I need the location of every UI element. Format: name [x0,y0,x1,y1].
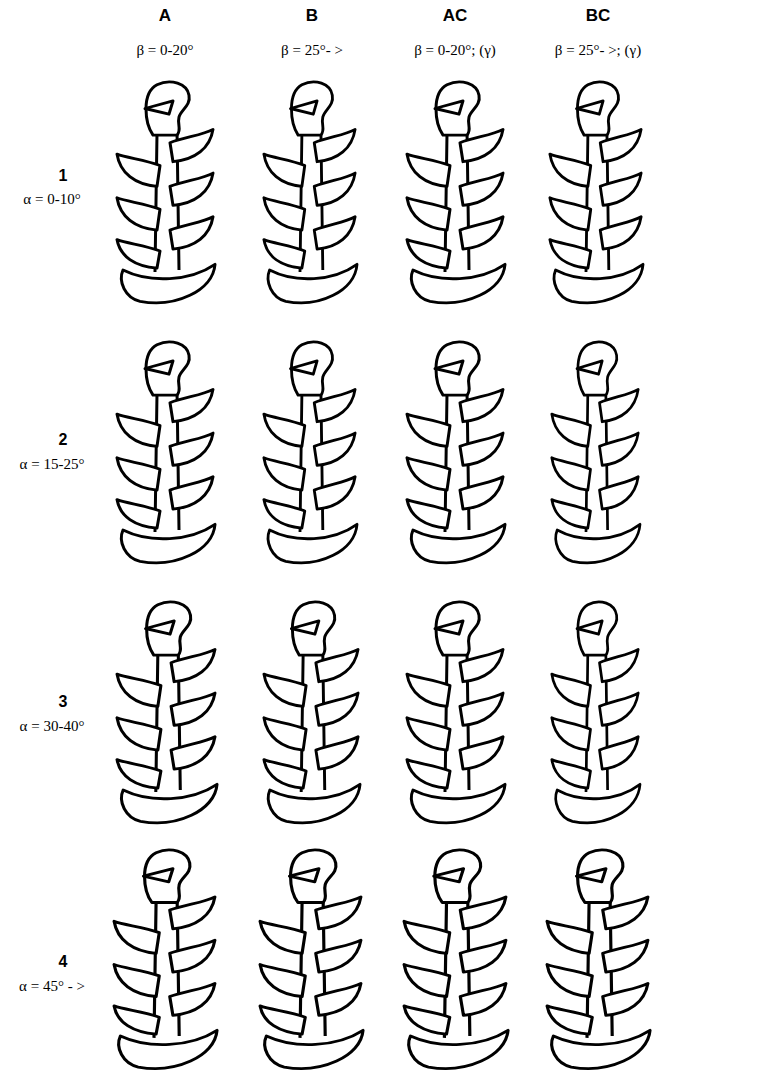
specimen-drawing [550,82,643,303]
specimen-drawing [264,342,357,563]
angle-range: α = 0-10° [23,191,80,208]
column-letter: B [306,7,318,26]
specimen-drawing [407,82,505,303]
angle-range: β = 0-20° [136,42,193,59]
angle-range: β = 25°- >; (γ) [555,42,641,59]
specimen-drawings [114,82,650,1069]
column-letter: AC [443,7,468,26]
specimen-drawing [117,82,215,303]
row-number: 4 [59,953,68,971]
specimen-drawing [552,342,640,563]
angle-range: α = 15-25° [20,456,85,473]
specimen-drawing [114,850,217,1069]
angle-range: α = 45° - > [19,978,85,995]
specimen-drawing [552,602,640,823]
specimen-drawing [264,602,360,823]
specimen-drawing [117,342,215,563]
specimen-drawing [404,850,508,1069]
specimen-drawing [407,602,505,823]
specimen-drawing [117,602,217,823]
specimen-drawing [260,850,363,1069]
column-letter: A [159,7,171,26]
specimen-drawing [407,342,505,563]
angle-range: β = 0-20°; (γ) [414,42,496,59]
specimen-drawing [264,82,357,303]
column-letter: BC [586,7,611,26]
angle-range: α = 30-40° [20,718,85,735]
row-number: 2 [59,431,68,449]
row-number: 3 [59,693,68,711]
angle-range: β = 25°- > [281,42,343,59]
specimen-drawing [547,850,650,1069]
row-number: 1 [59,167,68,185]
